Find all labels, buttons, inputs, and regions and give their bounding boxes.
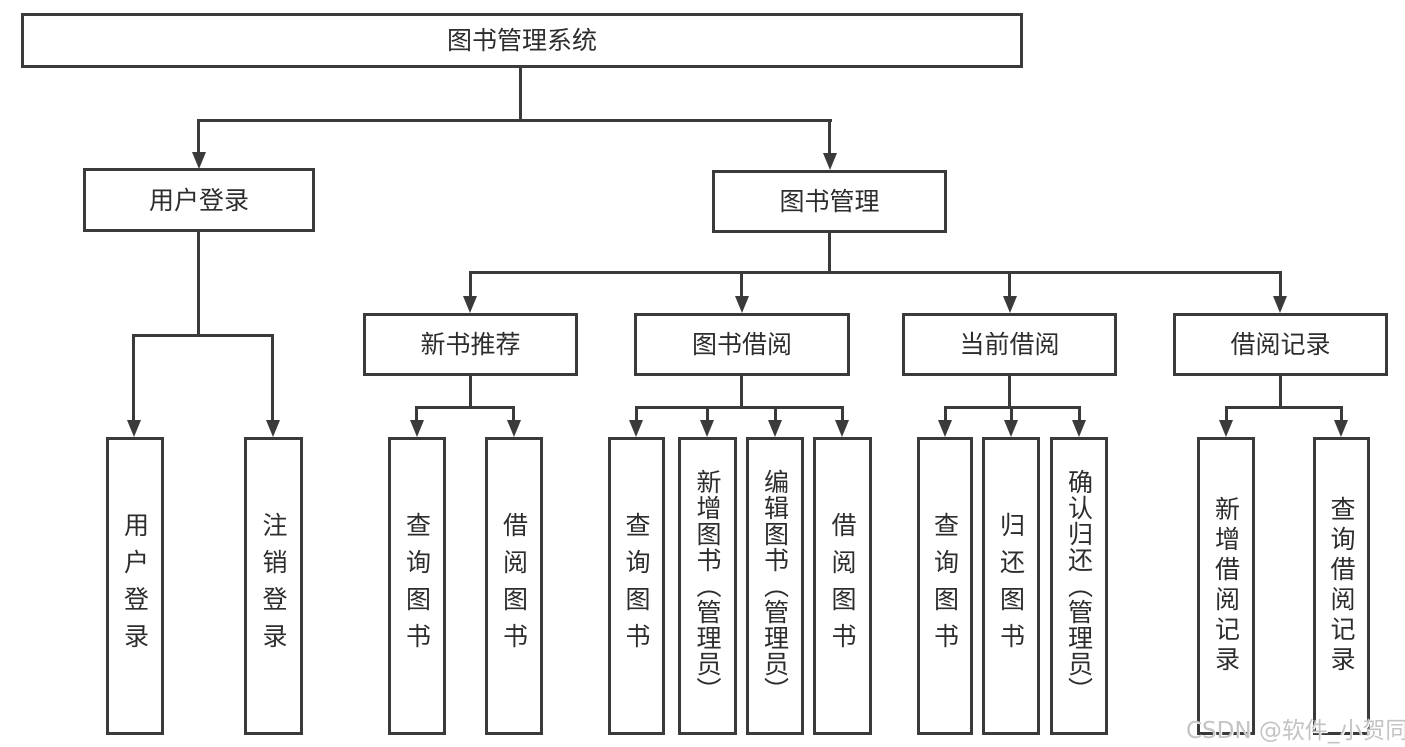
node-book-management: 图书管理 [712,170,947,233]
connector-line [774,406,777,422]
connector-line [1078,406,1081,422]
node-add-book-admin: 新增图书（管理员） [678,437,737,735]
connector-line [828,119,831,154]
node-borrow-book-recommend: 借阅图书 [485,437,543,735]
arrow-down-icon [1004,420,1018,437]
node-library-system: 图书管理系统 [21,13,1023,68]
arrow-down-icon [629,420,643,437]
arrow-down-icon [700,420,714,437]
arrow-down-icon [127,420,141,437]
connector-line [841,406,844,422]
connector-line [1008,376,1011,409]
connector-line [740,376,743,409]
node-borrow-records: 借阅记录 [1173,313,1388,376]
node-query-book-borrow: 查询图书 [608,437,665,735]
arrow-down-icon [507,420,521,437]
connector-line [469,271,472,297]
arrow-down-icon [938,420,952,437]
arrow-down-icon [1072,420,1086,437]
connector-line [415,406,418,422]
arrow-down-icon [1219,420,1233,437]
connector-line [132,334,135,421]
connector-line [132,334,274,337]
connector-line [415,406,515,409]
connector-line [197,232,200,337]
arrow-down-icon [768,420,782,437]
arrow-down-icon [1003,296,1017,313]
arrow-down-icon [823,153,837,170]
arrow-down-icon [266,420,280,437]
node-logout-login: 注销登录 [244,437,303,735]
node-edit-book-admin: 编辑图书（管理员） [746,437,804,735]
arrow-down-icon [410,420,424,437]
node-user-login: 用户登录 [83,168,315,232]
arrow-down-icon [192,152,206,169]
node-book-borrow: 图书借阅 [634,313,850,376]
node-borrow-book: 借阅图书 [813,437,872,735]
connector-line [1279,376,1282,409]
connector-line [197,119,200,153]
connector-line [828,233,831,273]
connector-line [1008,271,1011,297]
connector-line [706,406,709,422]
connector-line [1010,406,1013,422]
connector-line [469,271,1282,274]
connector-line [469,376,472,409]
node-add-borrow-record: 新增借阅记录 [1197,437,1255,735]
connector-line [635,406,844,409]
arrow-down-icon [735,296,749,313]
csdn-watermark: CSDN @软件_小贺同学 [1186,718,1405,744]
node-confirm-return-admin: 确认归还（管理员） [1050,437,1108,735]
node-query-book-recommend: 查询图书 [388,437,446,735]
node-query-book-current: 查询图书 [917,437,973,735]
connector-line [944,406,947,422]
connector-line [1340,406,1343,422]
node-query-borrow-record: 查询借阅记录 [1313,437,1370,735]
connector-line [1225,406,1343,409]
connector-line [1279,271,1282,297]
arrow-down-icon [835,420,849,437]
node-user-login-leaf: 用户登录 [106,437,164,735]
connector-line [512,406,515,422]
connector-line [519,68,522,120]
connector-line [635,406,638,422]
arrow-down-icon [1334,420,1348,437]
connector-line [271,334,274,421]
node-return-book: 归还图书 [982,437,1040,735]
connector-line [740,271,743,297]
connector-line [1225,406,1228,422]
connector-line [197,119,832,122]
node-current-borrow: 当前借阅 [902,313,1117,376]
node-new-book-recommend: 新书推荐 [363,313,578,376]
arrow-down-icon [463,296,477,313]
arrow-down-icon [1273,296,1287,313]
